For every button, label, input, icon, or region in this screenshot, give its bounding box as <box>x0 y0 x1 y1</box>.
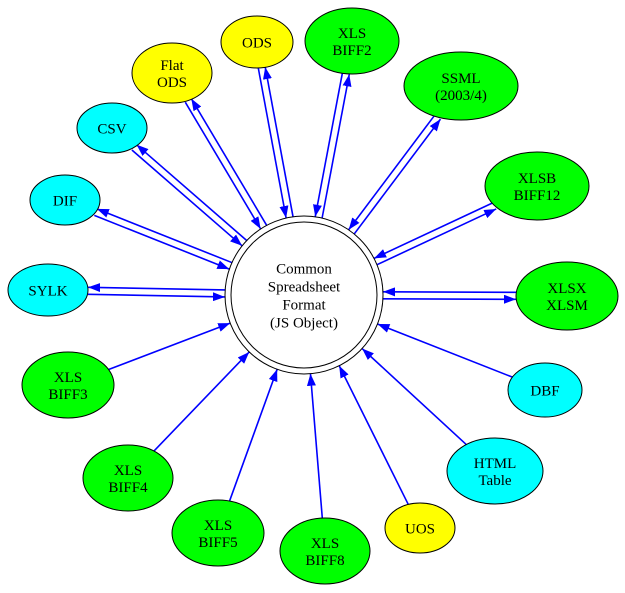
edge-dbf-to-center <box>377 323 513 378</box>
edge-center-to-xlsx-xlsm <box>382 294 516 304</box>
edge-dif-to-center <box>93 214 230 270</box>
edge-xlsb-biff12-to-center <box>373 201 494 260</box>
node-shape <box>29 174 101 226</box>
node-shape <box>21 351 115 419</box>
node-dif: DIF <box>29 174 101 226</box>
edge-ods-to-center <box>257 68 289 219</box>
node-shape <box>403 51 519 121</box>
edge-uos-to-center <box>338 365 409 505</box>
node-shape <box>76 102 148 154</box>
edge-center-to-ods <box>262 66 294 217</box>
node-shape <box>304 7 400 75</box>
node-shape <box>446 437 544 505</box>
node-csv: CSV <box>76 102 148 154</box>
node-shape <box>131 42 213 104</box>
node-shape <box>279 517 371 585</box>
edge-xls-biff8-to-center <box>306 373 324 519</box>
node-shape <box>82 444 174 512</box>
node-ods: ODS <box>220 15 294 69</box>
node-shape <box>171 499 265 567</box>
node-shape <box>7 263 89 317</box>
node-sylk: SYLK <box>7 263 89 317</box>
edge-center-to-xlsb-biff12 <box>376 208 497 266</box>
edge-xls-biff5-to-center <box>228 369 278 502</box>
edge-xls-biff4-to-center <box>153 351 250 452</box>
edge-xlsx-xlsm-to-center <box>383 287 517 297</box>
edge-ssml-2003-4-to-center <box>348 114 436 231</box>
node-shape <box>515 261 619 331</box>
node-ssml-2003-4: SSML(2003/4) <box>403 51 519 121</box>
node-dbf: DBF <box>507 362 583 418</box>
edge-csv-to-center <box>131 149 243 247</box>
edge-sylk-to-center <box>87 292 225 302</box>
node-label: DIF <box>53 193 77 209</box>
node-label: SSML(2003/4) <box>435 71 487 104</box>
edge-xls-biff2-to-center <box>313 72 344 217</box>
edge-center-to-ssml-2003-4 <box>353 118 442 235</box>
edge-html-table-to-center <box>361 347 467 446</box>
center-outer-circle <box>224 215 384 375</box>
node-label: CSV <box>97 121 126 137</box>
node-label: ODS <box>242 35 272 51</box>
node-shape <box>484 151 590 221</box>
node-label: UOS <box>405 521 435 537</box>
edge-center-to-csv <box>135 144 248 242</box>
node-label: DBF <box>530 383 559 399</box>
edge-center-to-flat-ods <box>190 98 268 226</box>
node-shape <box>507 362 583 418</box>
edge-center-to-dif <box>96 208 233 264</box>
edge-center-to-sylk <box>88 283 226 293</box>
node-uos: UOS <box>384 502 456 554</box>
node-shape <box>384 502 456 554</box>
edge-flat-ods-to-center <box>184 101 262 230</box>
edges-layer <box>87 66 517 519</box>
edge-center-to-xls-biff2 <box>321 74 352 219</box>
center-inner-circle <box>230 221 378 369</box>
node-shape <box>220 15 294 69</box>
node-label: SYLK <box>28 283 67 299</box>
edge-xls-biff3-to-center <box>108 322 231 371</box>
